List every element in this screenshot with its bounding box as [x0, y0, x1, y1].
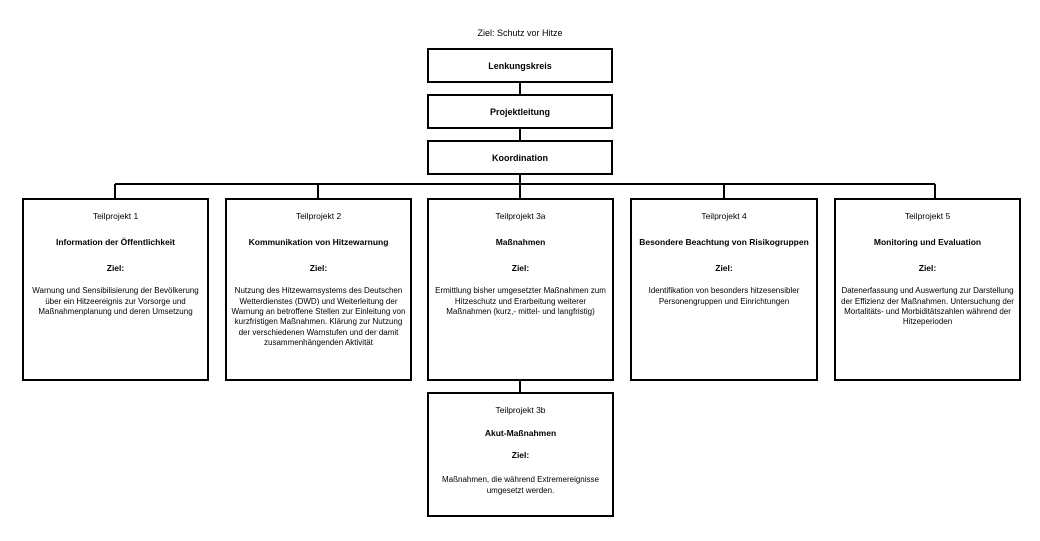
teilprojekt-number: Teilprojekt 2	[295, 211, 342, 221]
lenkungskreis-label: Lenkungskreis	[488, 60, 552, 71]
teilprojekt-number: Teilprojekt 1	[92, 211, 139, 221]
teilprojekt-goal-label: Ziel:	[106, 263, 125, 274]
teilprojekt-title: Information der Öffentlichkeit	[55, 237, 175, 248]
teilprojekt-description: Datenerfassung und Auswertung zur Darste…	[841, 286, 1014, 327]
teilprojekt-1-box: Teilprojekt 1 Information der Öffentlich…	[22, 198, 209, 381]
teilprojekt-2-box: Teilprojekt 2 Kommunikation von Hitzewar…	[225, 198, 412, 381]
teilprojekt-goal-label: Ziel:	[309, 263, 328, 274]
teilprojekt-title: Kommunikation von Hitzewarnung	[248, 237, 389, 248]
teilprojekt-title: Maßnahmen	[495, 237, 546, 248]
teilprojekt-title: Akut-Maßnahmen	[484, 428, 557, 439]
lenkungskreis-box: Lenkungskreis	[427, 48, 613, 83]
teilprojekt-description: Nutzung des Hitzewarnsystems des Deutsch…	[231, 286, 406, 348]
teilprojekt-5-box: Teilprojekt 5 Monitoring und Evaluation …	[834, 198, 1021, 381]
koordination-label: Koordination	[492, 152, 548, 163]
teilprojekt-goal-label: Ziel:	[715, 263, 733, 274]
teilprojekt-goal-label: Ziel:	[511, 450, 530, 461]
teilprojekt-goal-label: Ziel:	[511, 263, 530, 274]
teilprojekt-number: Teilprojekt 4	[701, 211, 747, 221]
projektleitung-box: Projektleitung	[427, 94, 613, 129]
teilprojekt-title: Besondere Beachtung von Risikogruppen	[639, 237, 809, 248]
teilprojekt-number: Teilprojekt 3b	[495, 405, 546, 415]
koordination-box: Koordination	[427, 140, 613, 175]
teilprojekt-description: Warnung und Sensibilisierung der Bevölke…	[32, 286, 199, 316]
teilprojekt-number: Teilprojekt 5	[904, 211, 951, 221]
teilprojekt-title: Monitoring und Evaluation	[873, 237, 982, 248]
teilprojekt-3a-box: Teilprojekt 3a Maßnahmen Ziel: Ermittlun…	[427, 198, 614, 381]
teilprojekt-number: Teilprojekt 3a	[495, 211, 546, 221]
teilprojekt-goal-label: Ziel:	[918, 263, 937, 274]
teilprojekt-4-box: Teilprojekt 4 Besondere Beachtung von Ri…	[630, 198, 818, 381]
teilprojekt-description: Identifikation von besonders hitzesensib…	[648, 286, 800, 306]
teilprojekt-description: Maßnahmen, die während Extremereignisse …	[442, 475, 599, 495]
projektleitung-label: Projektleitung	[489, 106, 550, 117]
teilprojekt-3b-box: Teilprojekt 3b Akut-Maßnahmen Ziel: Maßn…	[427, 392, 614, 517]
diagram-goal: Ziel: Schutz vor Hitze	[477, 28, 563, 38]
teilprojekt-description: Ermittlung bisher umgesetzter Maßnahmen …	[435, 286, 606, 316]
